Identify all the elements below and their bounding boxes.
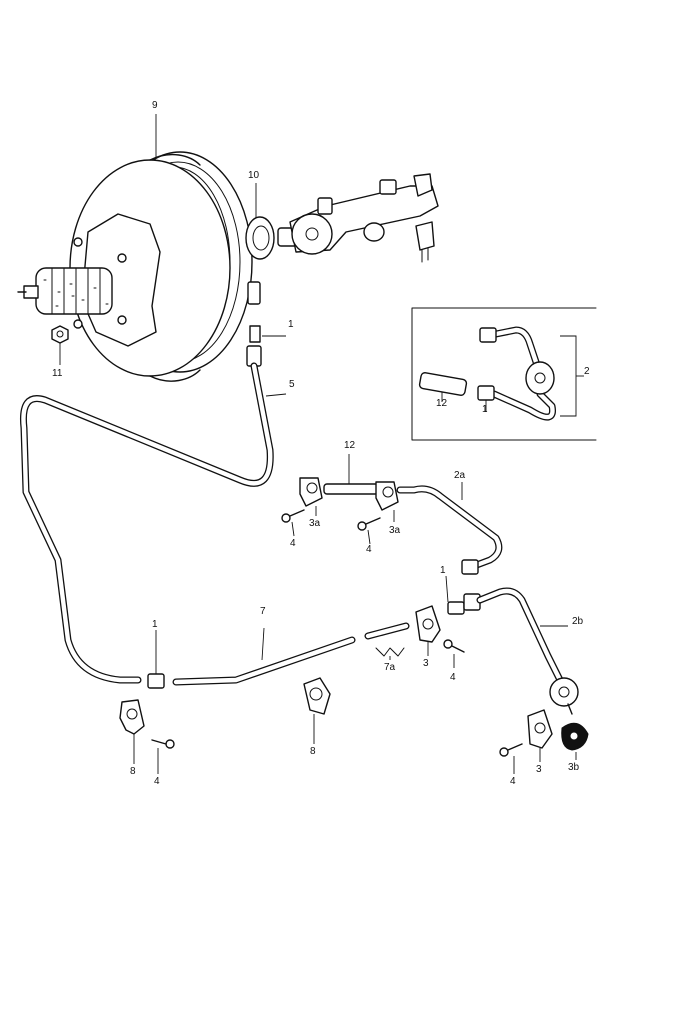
hose-12-assembly xyxy=(281,454,399,545)
brake-pipe-7 xyxy=(172,622,410,686)
label-gasket-10: 10 xyxy=(248,170,260,181)
brake-pipe-5 xyxy=(19,281,287,684)
label-hose-12: 12 xyxy=(344,440,356,451)
label-clip-7a: 7a xyxy=(384,662,396,673)
label-screw-4-mid: 4 xyxy=(450,672,456,683)
brake-pipe-2a xyxy=(396,482,503,575)
label-booster-9: 9 xyxy=(152,100,158,111)
master-cylinder xyxy=(277,173,439,263)
label-clamp-8-mid: 8 xyxy=(310,746,316,757)
label-pipe-5: 5 xyxy=(289,379,295,390)
clamp-8-left xyxy=(119,699,175,774)
label-clamp-8-left: 8 xyxy=(130,766,136,777)
label-connector-1-top: 1 xyxy=(288,319,294,330)
label-clip-3a-left: 3a xyxy=(309,518,321,529)
inset-box xyxy=(411,307,597,441)
brake-pipe-2b xyxy=(463,587,579,715)
clip-3-mid xyxy=(415,605,465,668)
label-inset-1: 1 xyxy=(482,404,488,415)
label-inset-12: 12 xyxy=(436,398,448,409)
screw-4-lowright xyxy=(499,743,523,774)
label-pipe-2b: 2b xyxy=(572,616,584,627)
label-screw-4-lowright: 4 xyxy=(510,776,516,787)
gasket-10 xyxy=(245,183,275,260)
clip-7a xyxy=(375,647,405,660)
label-clip-3-right: 3 xyxy=(536,764,542,775)
label-screw-4-lowleft: 4 xyxy=(154,776,160,787)
clip-3b xyxy=(561,722,589,760)
clip-3-right xyxy=(527,709,553,762)
connector-1-mid xyxy=(445,575,465,615)
label-clip-3-mid: 3 xyxy=(423,658,429,669)
label-clip-3b: 3b xyxy=(568,762,580,773)
label-inset-2: 2 xyxy=(584,366,590,377)
clamp-8-mid xyxy=(303,677,331,744)
brake-booster xyxy=(17,151,253,382)
label-pipe-7: 7 xyxy=(260,606,266,617)
label-nut-11: 11 xyxy=(52,368,63,379)
label-clip-3a-right: 3a xyxy=(389,525,401,536)
label-pipe-2a: 2a xyxy=(454,470,466,481)
label-connector-1-mid: 1 xyxy=(440,565,446,576)
nut-11 xyxy=(51,325,69,365)
label-screw-4-left: 4 xyxy=(290,538,296,549)
connector-1-left xyxy=(147,630,165,689)
label-connector-1-left: 1 xyxy=(152,619,158,630)
label-screw-4-right: 4 xyxy=(366,544,372,555)
